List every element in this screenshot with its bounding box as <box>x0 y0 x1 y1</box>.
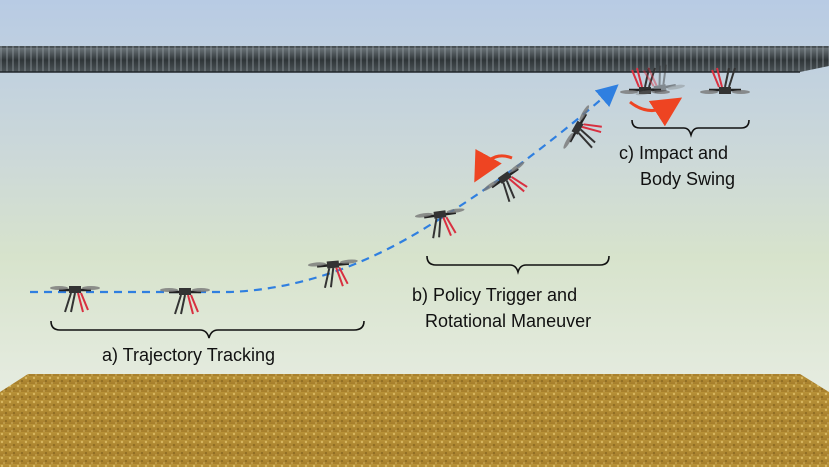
caption-b-line-1: b) Policy Trigger and <box>412 285 578 305</box>
caption-c-line-2: Body Swing <box>640 169 736 189</box>
floor-surface <box>0 374 829 467</box>
caption-b-line-2: Rotational Maneuver <box>425 311 592 331</box>
brace-c <box>631 119 750 138</box>
brace-b <box>426 255 610 275</box>
trajectory-path <box>30 84 619 294</box>
rotation-arrow-icon <box>474 149 513 183</box>
ceiling-surface <box>0 46 829 72</box>
rotation-arrow-icon <box>629 97 683 127</box>
caption-a-line-1: a) Trajectory Tracking <box>102 345 276 365</box>
caption-c-line-1: c) Impact and <box>619 143 729 163</box>
brace-a <box>50 320 365 339</box>
